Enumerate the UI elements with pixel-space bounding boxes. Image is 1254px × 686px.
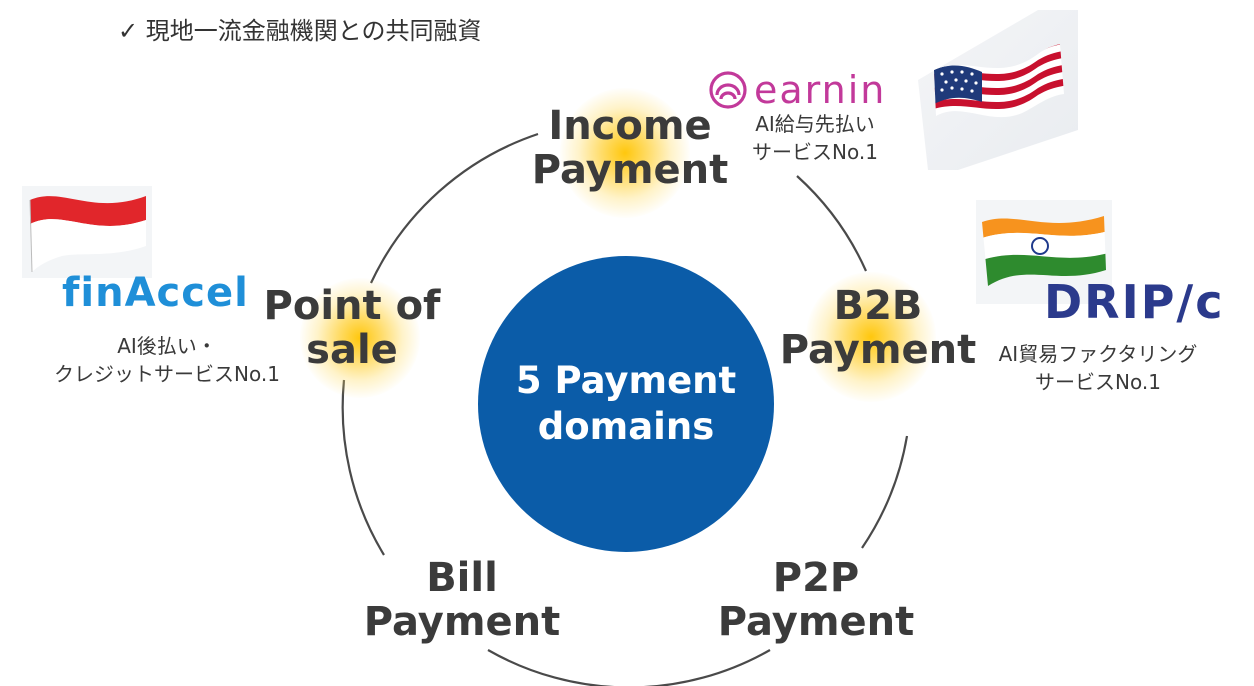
- ring-arc: [861, 435, 909, 549]
- domain-label-line1: B2B: [833, 283, 923, 329]
- finaccel-desc-line1: AI後払い・: [117, 334, 217, 358]
- earnin-logo-icon: [709, 71, 747, 109]
- glow-b2b: [806, 272, 936, 402]
- domain-income-payment: Income Payment: [530, 104, 730, 192]
- domain-label-line1: Bill: [426, 555, 498, 601]
- india-flag-icon: [976, 200, 1112, 304]
- finaccel-logo: finAccel: [62, 270, 249, 316]
- earnin-logo-text: earnin: [754, 68, 887, 112]
- center-title-line1: 5 Payment: [515, 359, 737, 402]
- earnin-logo: earnin: [708, 68, 886, 112]
- indonesia-flag-icon: [22, 186, 152, 278]
- domain-bill-payment: Bill Payment: [362, 556, 562, 644]
- center-title-line2: domains: [537, 405, 715, 448]
- dripc-desc-line1: AI貿易ファクタリング: [998, 342, 1198, 366]
- ring-arc: [796, 175, 868, 272]
- earnin-desc-line2: サービスNo.1: [752, 140, 878, 164]
- domain-label-line1: P2P: [772, 555, 860, 601]
- center-circle: 5 Payment domains: [478, 256, 774, 552]
- domain-label-line2: Payment: [363, 599, 561, 645]
- glow-income: [560, 88, 690, 218]
- domain-label-line2: Payment: [717, 599, 915, 645]
- usa-flag-icon: [918, 10, 1078, 170]
- glow-pos: [300, 278, 420, 398]
- dripc-description: AI貿易ファクタリング サービスNo.1: [982, 340, 1214, 396]
- ring-arc: [487, 649, 771, 686]
- finaccel-desc-line2: クレジットサービスNo.1: [54, 362, 280, 386]
- checklist-item-text: ✓ 現地一流金融機関との共同融資: [118, 17, 482, 45]
- earnin-description: AI給与先払い サービスNo.1: [730, 110, 900, 166]
- domain-label-line2: sale: [306, 327, 398, 373]
- dripc-desc-line2: サービスNo.1: [1035, 370, 1161, 394]
- checklist-item: ✓ 現地一流金融機関との共同融資: [118, 16, 482, 46]
- finaccel-description: AI後払い・ クレジットサービスNo.1: [22, 332, 312, 388]
- dripc-logo: DRIP/c: [1044, 275, 1225, 329]
- domain-p2p-payment: P2P Payment: [716, 556, 916, 644]
- domain-label-line2: Payment: [531, 147, 729, 193]
- domain-point-of-sale: Point of sale: [254, 284, 450, 372]
- domain-label-line1: Point of: [263, 283, 441, 329]
- domain-b2b-payment: B2B Payment: [778, 284, 978, 372]
- domain-label-line2: Payment: [779, 327, 977, 373]
- earnin-desc-line1: AI給与先払い: [755, 112, 875, 136]
- ring-arc: [370, 132, 539, 284]
- domain-label-line1: Income: [548, 103, 712, 149]
- ring-arc: [341, 379, 385, 556]
